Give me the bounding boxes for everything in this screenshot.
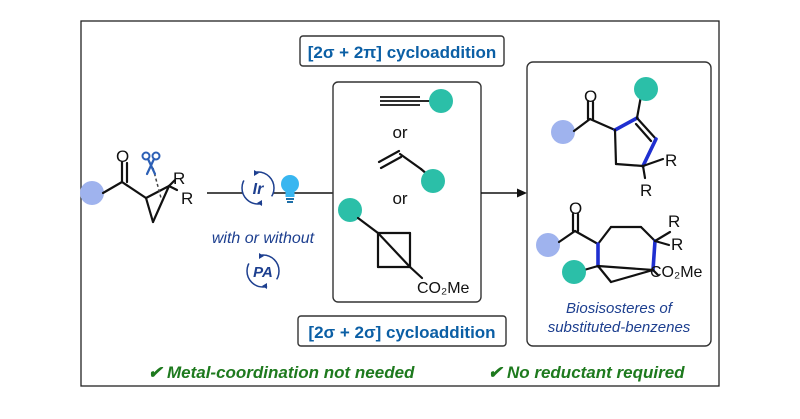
- product-caption-line1: Biosisosteres of: [566, 300, 674, 317]
- light-bulb-icon: [281, 175, 299, 203]
- bicyclobutane-reagent: CO₂Me: [338, 198, 470, 297]
- lavender-substituent-dot: [80, 181, 104, 205]
- pa-label: PA: [253, 264, 273, 281]
- reactant-oxygen-label: O: [116, 147, 129, 166]
- lavender-substituent-dot: [536, 233, 560, 257]
- teal-substituent-dot: [429, 89, 453, 113]
- reagents-box: [332, 81, 482, 303]
- arrow-head: [517, 188, 527, 198]
- product-1-cyclopentene: O R R: [551, 77, 677, 200]
- product2-r1-label: R: [668, 212, 680, 231]
- teal-substituent-dot: [421, 169, 445, 193]
- bottom-box: [2σ + 2σ] cycloaddition: [297, 315, 507, 347]
- product1-oxygen-label: O: [584, 87, 597, 106]
- or-text-1: or: [392, 123, 407, 142]
- pa-catalyst-icon: PA: [246, 253, 280, 289]
- product2-oxygen-label: O: [569, 199, 582, 218]
- outer-frame: [80, 20, 720, 387]
- alkene-reagent: [377, 149, 445, 193]
- product-caption-line2: substituted-benzenes: [548, 319, 691, 336]
- alkyne-reagent: [380, 89, 453, 113]
- footer-left-note: ✔ Metal-coordination not needed: [148, 363, 415, 382]
- reactant-r2-label: R: [181, 189, 193, 208]
- ester-label-reagent: CO₂Me: [417, 280, 470, 297]
- teal-substituent-dot: [562, 260, 586, 284]
- scissors-icon: [141, 151, 161, 176]
- bottom-box-text: [2σ + 2σ] cycloaddition: [308, 323, 495, 342]
- product2-ester-label: CO₂Me: [650, 264, 703, 281]
- title-box: [2σ + 2π] cycloaddition: [299, 35, 505, 67]
- ir-photocatalyst-icon: Ir: [241, 170, 275, 206]
- lavender-substituent-dot: [551, 120, 575, 144]
- condition-text: with or without: [212, 230, 315, 247]
- ir-label: Ir: [253, 181, 264, 198]
- teal-substituent-dot: [634, 77, 658, 101]
- teal-substituent-dot: [338, 198, 362, 222]
- product1-r1-label: R: [665, 151, 677, 170]
- title-text: [2σ + 2π] cycloaddition: [308, 43, 497, 62]
- reactant-r1-label: R: [173, 169, 185, 188]
- product2-r2-label: R: [671, 235, 683, 254]
- reactant-molecule: O R R: [80, 147, 193, 224]
- footer-right-note: ✔ No reductant required: [488, 363, 685, 382]
- product1-r2-label: R: [640, 181, 652, 200]
- or-text-2: or: [392, 189, 407, 208]
- product-2-bicyclohexane: O R R CO₂Me: [536, 199, 703, 284]
